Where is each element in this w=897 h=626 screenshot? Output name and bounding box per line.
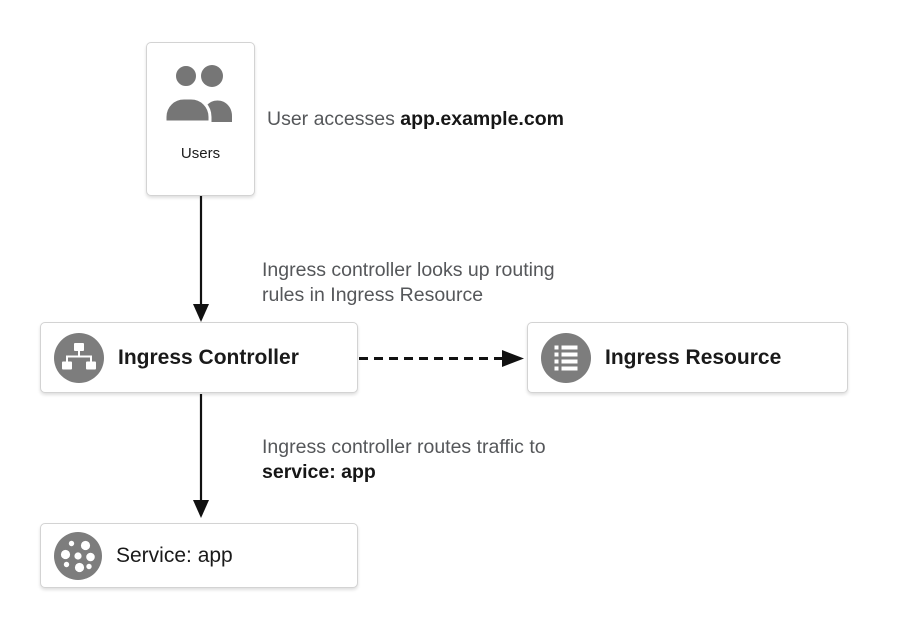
- annotation-lookup: Ingress controller looks up routing rule…: [262, 258, 555, 308]
- annotation-routes-line2: service: app: [262, 461, 376, 483]
- node-ingress-resource-label: Ingress Resource: [605, 345, 782, 369]
- annotation-lookup-line2: rules in Ingress Resource: [262, 284, 484, 306]
- node-service-app: Service: app: [40, 523, 358, 588]
- node-users-label: Users: [180, 145, 221, 162]
- annotation-user-access-domain: app.example.com: [400, 108, 564, 130]
- controller-to-resource-dashed-arrow: [359, 350, 524, 367]
- node-users: Users: [146, 42, 255, 196]
- users-icon: [160, 63, 242, 124]
- annotation-routes-line1: Ingress controller routes traffic to: [262, 436, 546, 458]
- node-ingress-controller-label: Ingress Controller: [118, 345, 299, 369]
- node-service-app-label: Service: app: [116, 543, 233, 567]
- annotation-user-access: User accesses app.example.com: [267, 107, 564, 132]
- users-to-controller-arrow: [193, 196, 209, 322]
- annotation-routes: Ingress controller routes traffic to ser…: [262, 435, 546, 485]
- node-ingress-resource: Ingress Resource: [527, 322, 848, 393]
- dots-icon: [54, 531, 102, 580]
- controller-to-service-arrow: [193, 394, 209, 518]
- annotation-lookup-line1: Ingress controller looks up routing: [262, 259, 555, 281]
- node-ingress-controller: Ingress Controller: [40, 322, 358, 393]
- sitemap-icon: [54, 332, 104, 383]
- list-icon: [541, 332, 591, 383]
- annotation-user-access-text: User accesses: [267, 108, 401, 130]
